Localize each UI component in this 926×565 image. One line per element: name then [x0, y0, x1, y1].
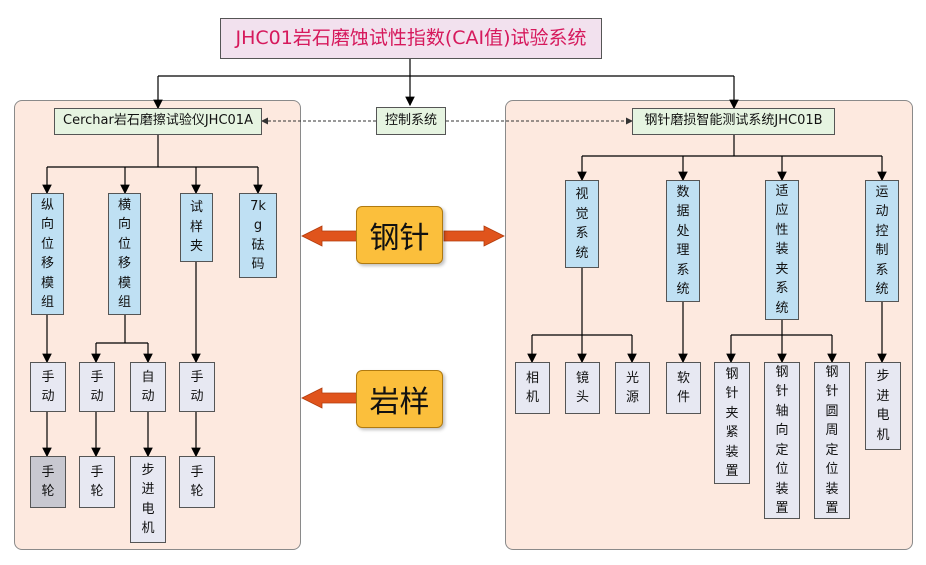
right-leaf-stepper: 步进电机 [865, 362, 901, 450]
left-bottom-handwheel-3: 手轮 [179, 456, 215, 508]
right-leaf-circumferential-position: 钢针圆周定位装置 [814, 362, 850, 519]
right-module-data: 数据处理系统 [666, 180, 700, 302]
left-mid-manual-2: 手动 [79, 362, 115, 412]
right-root-box: 钢针磨损智能测试系统JHC01B [632, 108, 835, 135]
left-module-weight: 7kg砝码 [239, 193, 277, 278]
left-module-lateral: 横向位移模组 [108, 193, 141, 315]
left-bottom-stepper: 步进电机 [130, 456, 166, 543]
right-module-clamping: 适应性装夹系统 [765, 180, 799, 320]
right-leaf-axial-position: 钢针轴向定位装置 [764, 362, 800, 519]
right-leaf-needle-clamp: 钢针夹紧装置 [714, 362, 750, 484]
right-leaf-light: 光源 [615, 362, 650, 414]
control-system-box: 控制系统 [376, 107, 446, 135]
rock-label: 岩样 [356, 370, 443, 428]
right-module-motion: 运动控制系统 [865, 180, 899, 302]
system-title: JHC01岩石磨蚀试性指数(CAI值)试验系统 [220, 18, 602, 59]
right-leaf-lens: 镜头 [565, 362, 600, 414]
needle-label: 钢针 [356, 206, 443, 264]
right-leaf-software: 软件 [666, 362, 701, 414]
left-bottom-handwheel-1: 手轮 [30, 456, 66, 508]
left-module-longitudinal: 纵向位移模组 [31, 193, 64, 315]
left-mid-manual-1: 手动 [30, 362, 66, 412]
right-leaf-camera: 相机 [515, 362, 550, 414]
right-module-vision: 视觉系统 [565, 180, 599, 268]
left-mid-manual-3: 手动 [179, 362, 215, 412]
left-root-box: Cerchar岩石磨擦试验仪JHC01A [54, 108, 262, 135]
left-mid-auto: 自动 [130, 362, 166, 412]
left-bottom-handwheel-2: 手轮 [79, 456, 115, 508]
left-module-sample-clamp: 试样夹 [180, 193, 213, 262]
